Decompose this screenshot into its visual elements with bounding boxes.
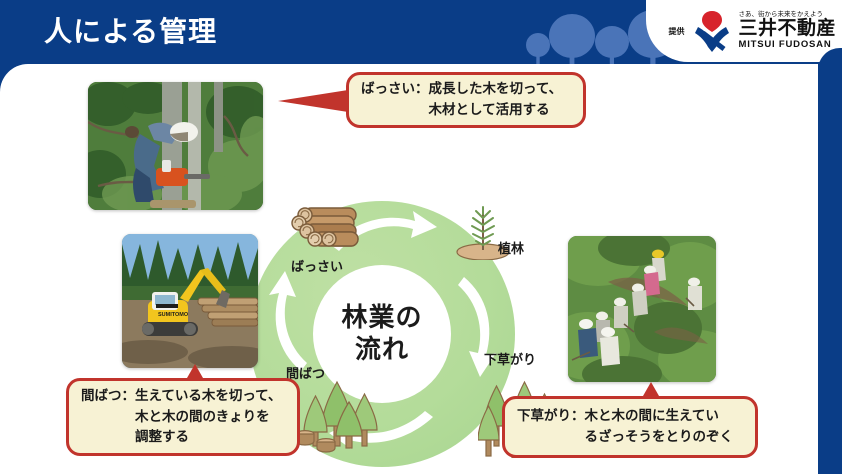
log-stack-icon bbox=[290, 204, 360, 259]
weeding-photo-image bbox=[568, 236, 716, 382]
bassai-callout-text: ばっさい：成長した木を切って、 木材として活用する bbox=[361, 81, 563, 117]
machinery-photo: SUMITOMO bbox=[122, 234, 258, 368]
sponsor-logo: 提供 さあ、街から未来をかえよう 三井不動産 MITSUI FUDOSAN bbox=[646, 4, 836, 58]
cycle-arrow-left bbox=[265, 271, 311, 380]
mitsui-ampersand-icon bbox=[691, 9, 733, 53]
stage-label-bassai: ばっさい bbox=[291, 259, 344, 274]
right-accent-band bbox=[818, 48, 842, 474]
cycle-center-line1: 林業の bbox=[341, 302, 423, 333]
page-title: 人による管理 bbox=[44, 16, 218, 47]
cycle-arrow-right bbox=[454, 273, 502, 384]
cycle-arrow-top bbox=[327, 209, 439, 260]
bassai-callout-pointer bbox=[278, 88, 350, 119]
cycle-center-circle bbox=[313, 265, 451, 403]
felling-photo bbox=[88, 82, 263, 210]
cycle-arrow-bottom bbox=[329, 409, 437, 456]
svg-text:SUMITOMO: SUMITOMO bbox=[158, 312, 189, 318]
header-band: 人による管理 提供 さあ、街から未来をかえよう 三井不動産 MITSUI FUD… bbox=[0, 0, 842, 68]
bassai-callout: ばっさい：成長した木を切って、 木材として活用する bbox=[346, 72, 586, 128]
kanbatsu-callout: 間ばつ：生えている木を切って、 木と木の間のきょりを 調整する bbox=[66, 378, 300, 456]
weeding-photo bbox=[568, 236, 716, 382]
stage-label-kanbatsu: 間ばつ bbox=[286, 366, 326, 381]
stage-label-shokurin: 植林 bbox=[498, 241, 525, 256]
logo-text-block: さあ、街から未来をかえよう 三井不動産 MITSUI FUDOSAN bbox=[738, 11, 836, 51]
kanbatsu-callout-text: 間ばつ：生えている木を切って、 木と木の間のきょりを 調整する bbox=[81, 387, 282, 445]
shitakusa-callout-text: 下草がり：木と木の間に生えてい るざっそうをとりのぞく bbox=[517, 408, 733, 444]
logo-name-jp: 三井不動産 bbox=[738, 18, 836, 40]
logo-name-en: MITSUI FUDOSAN bbox=[738, 39, 832, 51]
logo-plate bbox=[646, 0, 842, 62]
felling-photo-image bbox=[88, 82, 263, 210]
sapling-icon bbox=[452, 204, 514, 265]
trees-with-stumps-icon bbox=[295, 380, 394, 459]
logo-tagline: さあ、街から未来をかえよう bbox=[738, 11, 823, 19]
stage-label-shitakusagari: 下草がり bbox=[484, 352, 537, 367]
provider-label: 提供 bbox=[668, 26, 685, 36]
shitakusa-callout: 下草がり：木と木の間に生えてい るざっそうをとりのぞく bbox=[502, 396, 758, 458]
cycle-center-line2: 流れ bbox=[354, 334, 409, 364]
cycle-center-label: 林業の 流れ bbox=[313, 265, 451, 403]
machinery-photo-image: SUMITOMO bbox=[122, 234, 258, 368]
content-panel: 林業の 流れ bbox=[0, 64, 818, 474]
